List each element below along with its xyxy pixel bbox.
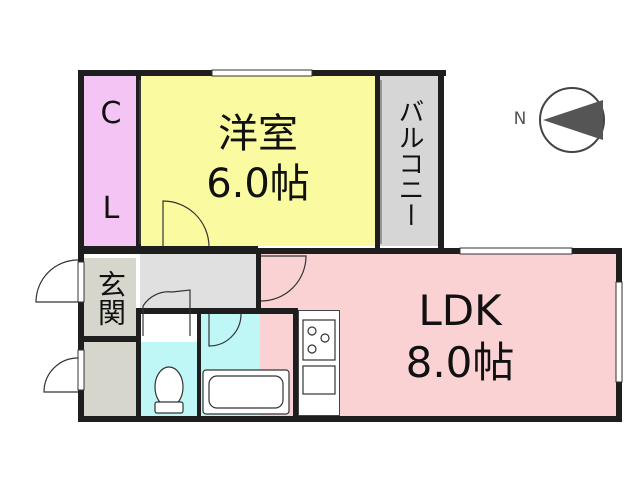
wall-entrance-bottom — [78, 336, 140, 342]
wall-ldk-left — [256, 248, 261, 308]
entrance-label: 玄関 — [94, 270, 127, 326]
wall-bath-right — [293, 308, 298, 420]
balcony — [380, 76, 438, 246]
doors — [35, 200, 307, 393]
wall-wet-top — [136, 308, 298, 314]
wall-room-bottom — [78, 246, 258, 254]
western-room-size: 6.0帖 — [206, 161, 310, 207]
wall-ldk-top — [256, 248, 622, 254]
closet-room — [84, 76, 138, 246]
windows — [77, 69, 623, 391]
wall-toilet-left — [136, 308, 141, 420]
wall-closet — [136, 70, 141, 250]
wall-balcony-right — [438, 70, 444, 252]
western-room-name: 洋室 — [218, 111, 298, 157]
closet-label-c: C — [100, 96, 122, 131]
western-room — [140, 76, 376, 246]
closet-label-l: L — [102, 191, 120, 226]
balcony-label: バルコニー — [394, 98, 424, 228]
compass-label: N — [513, 109, 527, 129]
compass-icon — [539, 87, 605, 153]
toilet-icon — [154, 366, 184, 414]
shoe-storage — [84, 342, 136, 416]
ldk-name: LDK — [418, 286, 502, 335]
entrance — [84, 258, 136, 336]
wall-bottom — [78, 416, 622, 422]
stove-icon — [302, 319, 336, 361]
ldk-size: 8.0帖 — [405, 338, 515, 387]
sink-icon — [302, 365, 336, 395]
hallway — [140, 254, 256, 312]
wall-toilet-right — [197, 308, 201, 420]
bathtub-icon — [202, 369, 290, 415]
wall-balcony-left — [375, 70, 380, 250]
